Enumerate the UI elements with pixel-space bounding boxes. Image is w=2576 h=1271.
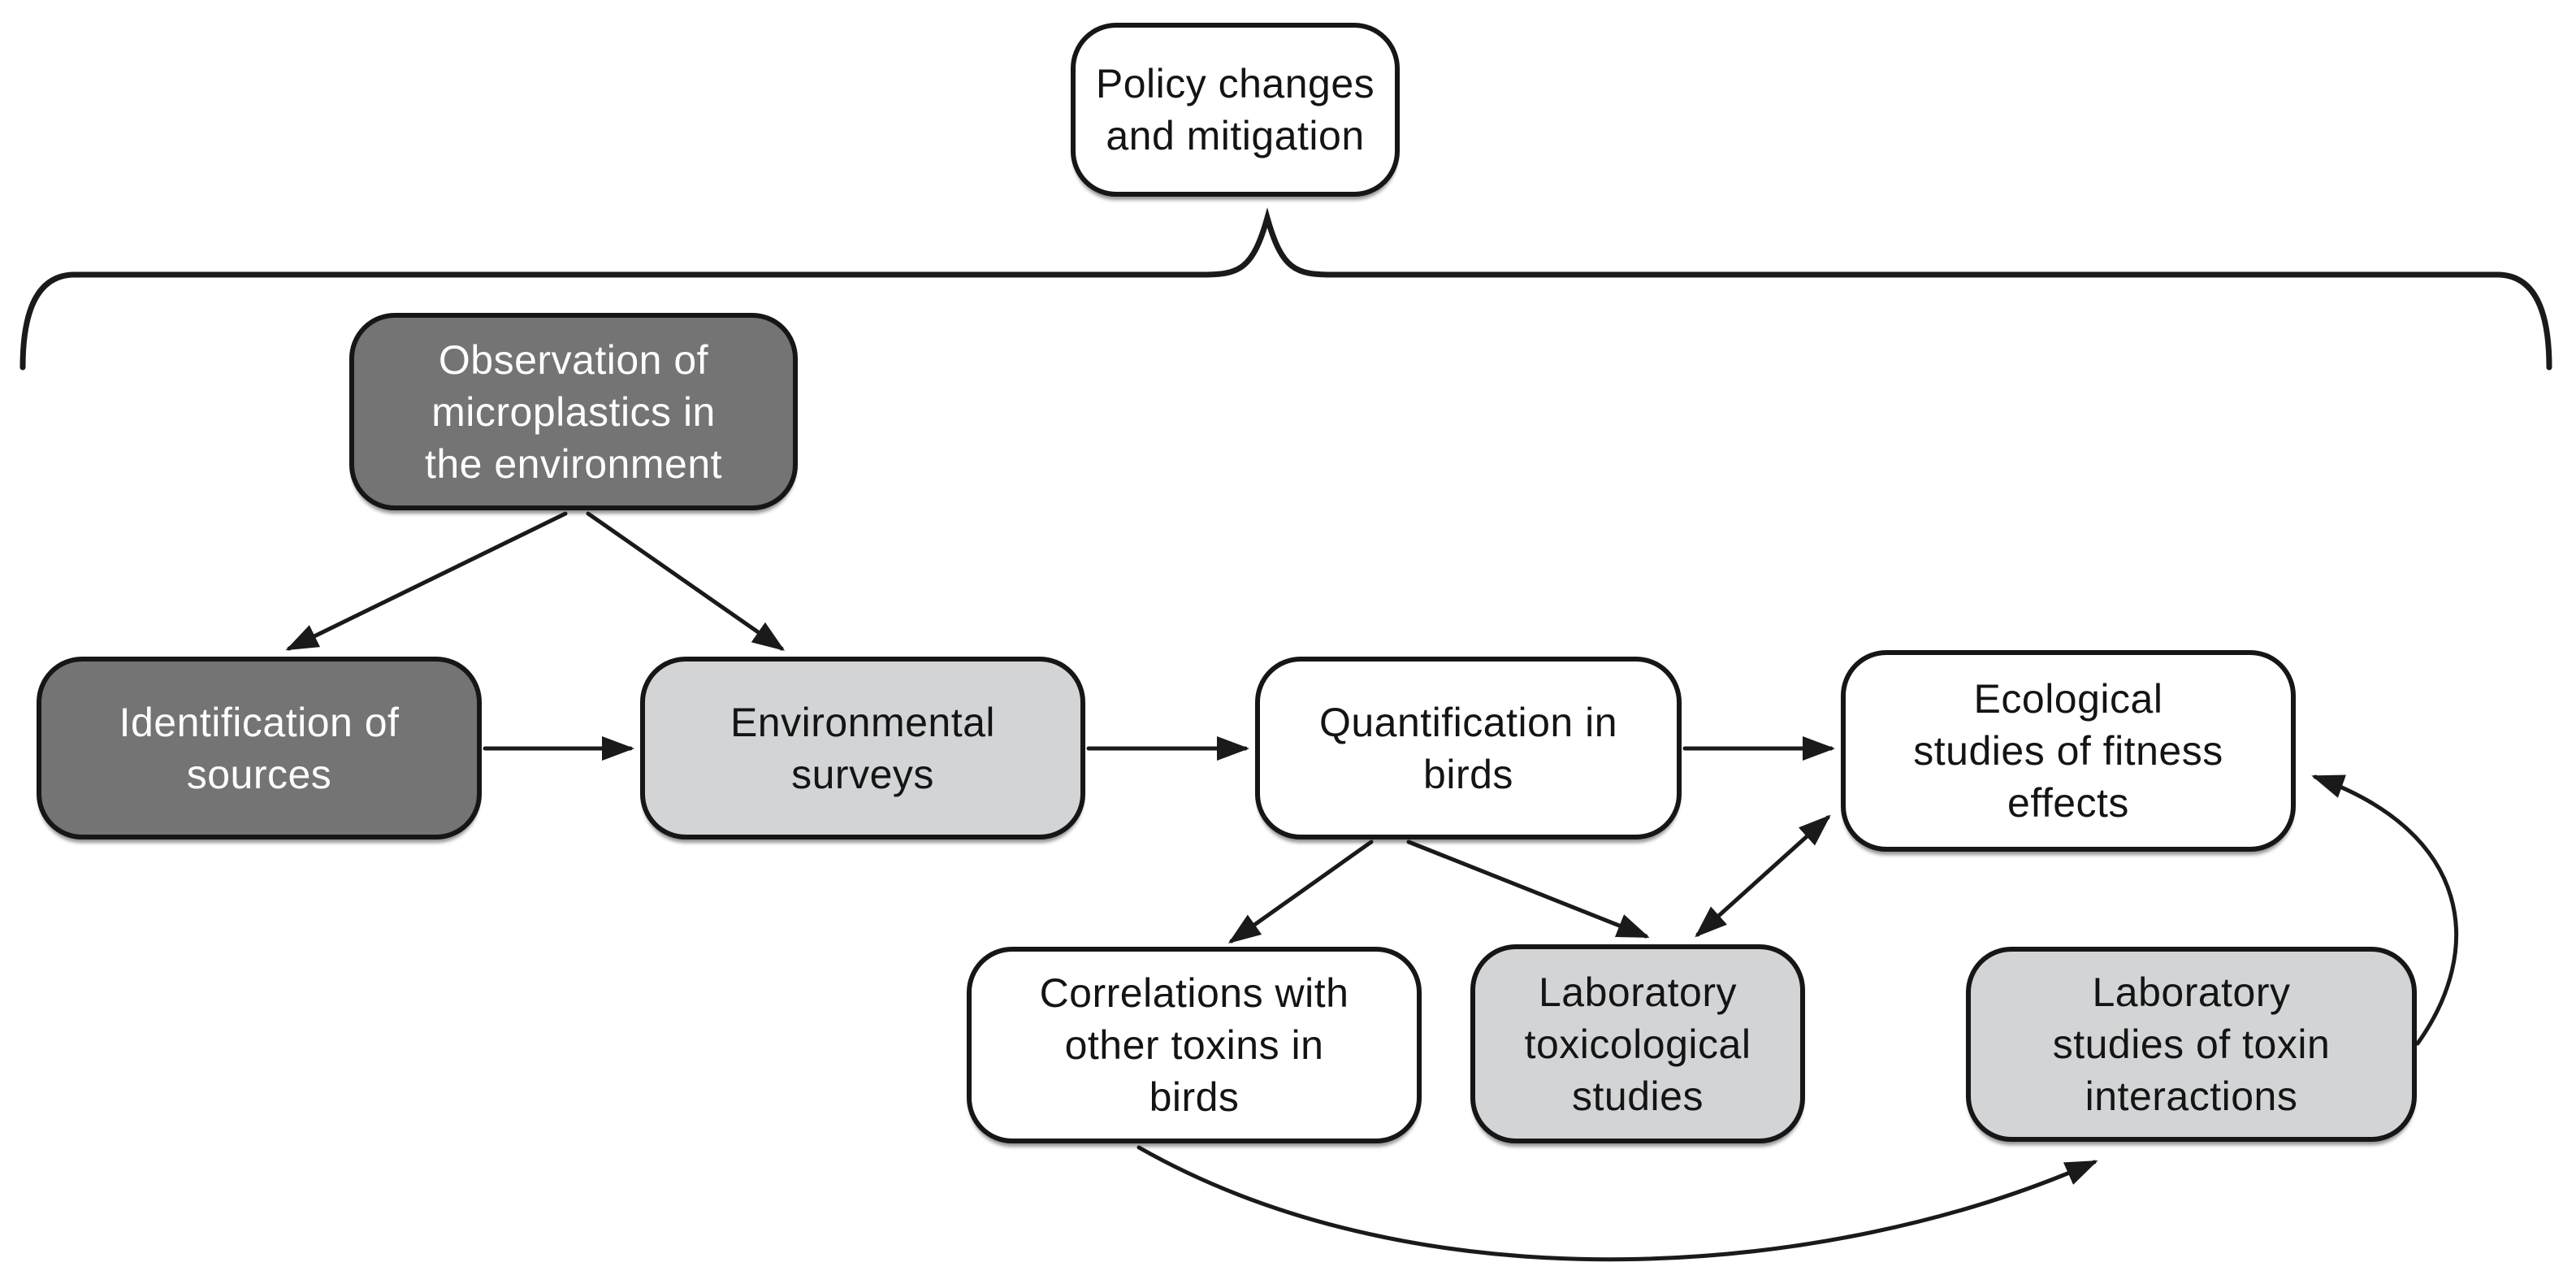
node-environmental-surveys: Environmental surveys [640,657,1085,839]
node-quantification-in-birds: Quantification in birds [1255,657,1682,839]
brace [19,207,2552,371]
node-observation-of-microplastics: Observation of microplastics in the envi… [349,313,798,510]
edge-quantification-to-lab-tox [1406,839,1650,939]
node-laboratory-toxicological-studies: Laboratory toxicological studies [1470,944,1805,1143]
node-correlations-with-other-toxins: Correlations with other toxins in birds [967,947,1422,1143]
edge-lab-interactions-to-ecological [2311,774,2458,1046]
edge-observation-to-surveys [586,511,786,651]
node-policy-changes-and-mitigation: Policy changes and mitigation [1071,23,1400,197]
node-laboratory-studies-of-toxin-interactions: Laboratory studies of toxin interactions [1966,947,2417,1142]
edge-observation-to-identification [285,511,568,651]
edge-ecological-lab-tox-bidirectional [1695,814,1831,938]
node-identification-of-sources: Identification of sources [37,657,482,839]
edge-quantification-to-correlations [1227,839,1374,943]
edge-correlations-to-lab-interactions [1136,1145,2098,1262]
node-ecological-studies-of-fitness-effects: Ecological studies of fitness effects [1841,650,2296,852]
